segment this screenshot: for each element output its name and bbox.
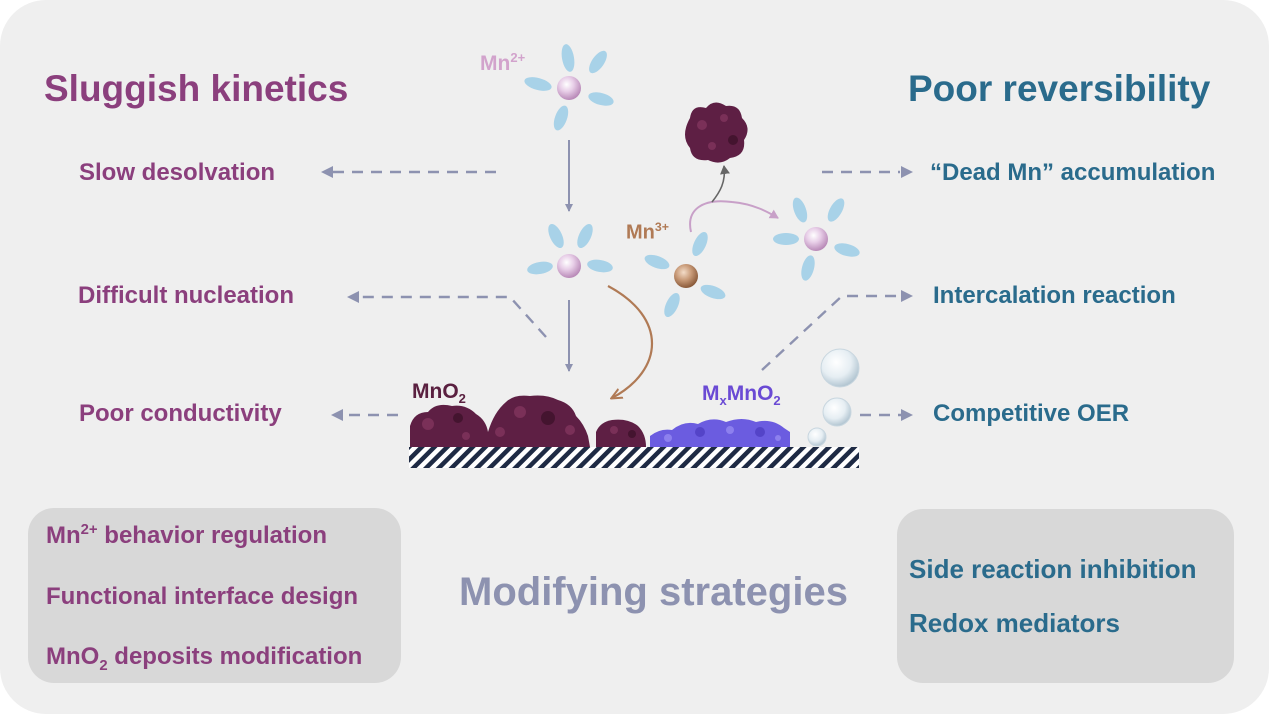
arrowhead-dead-mn bbox=[901, 166, 913, 178]
label-mn2-ion: Mn2+ bbox=[480, 50, 526, 75]
label-mno2: MnO2 bbox=[412, 380, 466, 407]
arrow-to-dead-mn bbox=[711, 165, 730, 203]
strategy-side-reaction-inhibition: Side reaction inhibition bbox=[909, 554, 1197, 584]
solvated-mn2-ion-top bbox=[524, 44, 614, 131]
strategy-functional-interface-design: Functional interface design bbox=[46, 583, 359, 610]
arrowhead-oer bbox=[901, 409, 913, 421]
strategy-mn2-behavior-regulation: Mn2+ behavior regulation bbox=[46, 522, 327, 549]
arrow-mn3-to-mno2 bbox=[607, 285, 654, 398]
electrode-substrate bbox=[409, 447, 859, 468]
left-strategy-box: Mn2+ behavior regulation Functional inte… bbox=[28, 508, 401, 683]
dead-mn-particle bbox=[685, 102, 748, 163]
problem-dead-mn-accumulation: “Dead Mn” accumulation bbox=[930, 159, 1216, 186]
oxygen-bubbles bbox=[807, 348, 860, 447]
problem-competitive-oer: Competitive OER bbox=[933, 400, 1130, 427]
heading-poor-reversibility: Poor reversibility bbox=[908, 68, 1211, 109]
label-mn3-ion: Mn3+ bbox=[626, 220, 670, 244]
problem-poor-conductivity: Poor conductivity bbox=[79, 400, 282, 427]
solvated-mn2-ion-right bbox=[773, 197, 860, 281]
strategy-redox-mediators: Redox mediators bbox=[909, 608, 1120, 638]
problem-slow-desolvation: Slow desolvation bbox=[79, 159, 276, 186]
right-strategy-box: Side reaction inhibition Redox mediators bbox=[897, 509, 1234, 683]
solvated-mn2-ion-middle bbox=[527, 223, 613, 278]
dashed-arrows-left bbox=[330, 170, 547, 417]
label-mxmno2: MxMnO2 bbox=[702, 382, 781, 409]
mno2-deposits bbox=[410, 395, 646, 447]
modifying-strategies-title: Modifying strategies bbox=[459, 570, 848, 614]
arrowhead-intercalation bbox=[901, 290, 913, 302]
problem-intercalation-reaction: Intercalation reaction bbox=[933, 282, 1176, 309]
heading-sluggish-kinetics: Sluggish kinetics bbox=[44, 68, 349, 109]
strategy-mno2-deposits-modification: MnO2 deposits modification bbox=[46, 643, 363, 674]
arrowhead-poor-conductivity bbox=[331, 409, 343, 421]
dashed-arrows-right bbox=[761, 170, 902, 417]
mxmno2-deposit bbox=[650, 419, 790, 447]
arrowhead-slow-desolvation bbox=[321, 166, 333, 178]
solvated-mn3-ion bbox=[644, 231, 726, 318]
arrowhead-difficult-nucleation bbox=[347, 291, 359, 303]
problem-difficult-nucleation: Difficult nucleation bbox=[78, 282, 294, 309]
arrow-mn3-to-mn2 bbox=[689, 200, 779, 233]
